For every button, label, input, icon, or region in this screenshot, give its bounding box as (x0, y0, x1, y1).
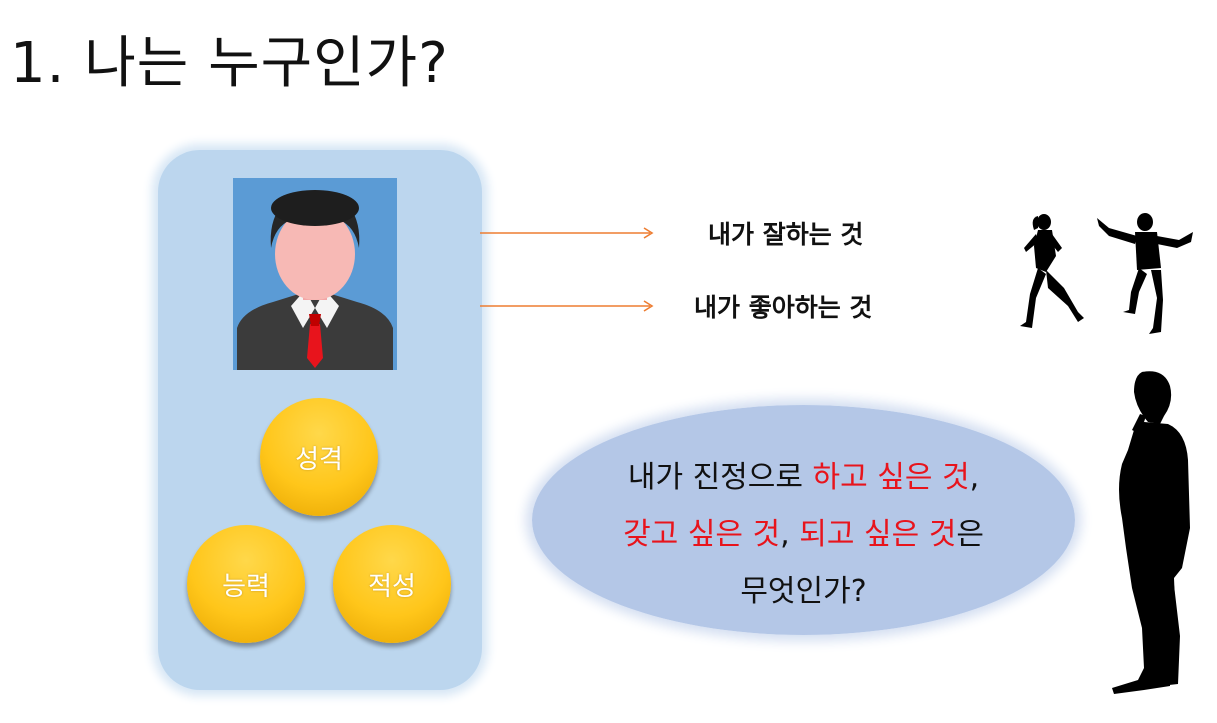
question-text: 내가 진정으로 하고 싶은 것, 갖고 싶은 것, 되고 싶은 것은 무엇인가? (532, 449, 1075, 620)
question-highlight-have: 갖고 싶은 것 (623, 517, 781, 552)
question-line2-end: 은 (956, 517, 984, 552)
question-line-3: 무엇인가? (740, 574, 867, 609)
person-avatar-icon (233, 178, 397, 370)
runner-silhouette-icon (1020, 214, 1084, 328)
arrows (480, 227, 654, 312)
question-line1-comma: , (969, 460, 980, 495)
question-line2-comma: , (780, 517, 800, 552)
question-line-2: 갖고 싶은 것, 되고 싶은 것은 (532, 506, 1075, 563)
question-ellipse (532, 405, 1075, 635)
trait-personality: 성격 (260, 398, 378, 516)
question-highlight-do: 하고 싶은 것 (812, 460, 970, 495)
question-line1-start: 내가 진정으로 (627, 460, 813, 495)
trait-ability: 능력 (187, 525, 305, 643)
label-like: 내가 좋아하는 것 (694, 293, 873, 322)
label-good-at: 내가 잘하는 것 (708, 220, 864, 249)
question-line-1: 내가 진정으로 하고 싶은 것, (532, 449, 1075, 506)
thinker-silhouette-icon (1112, 371, 1190, 694)
dancer-silhouette-icon (1097, 213, 1193, 334)
question-highlight-become: 되고 싶은 것 (799, 517, 957, 552)
slide-title: 1. 나는 누구인가? (10, 31, 449, 96)
trait-aptitude: 적성 (333, 525, 451, 643)
